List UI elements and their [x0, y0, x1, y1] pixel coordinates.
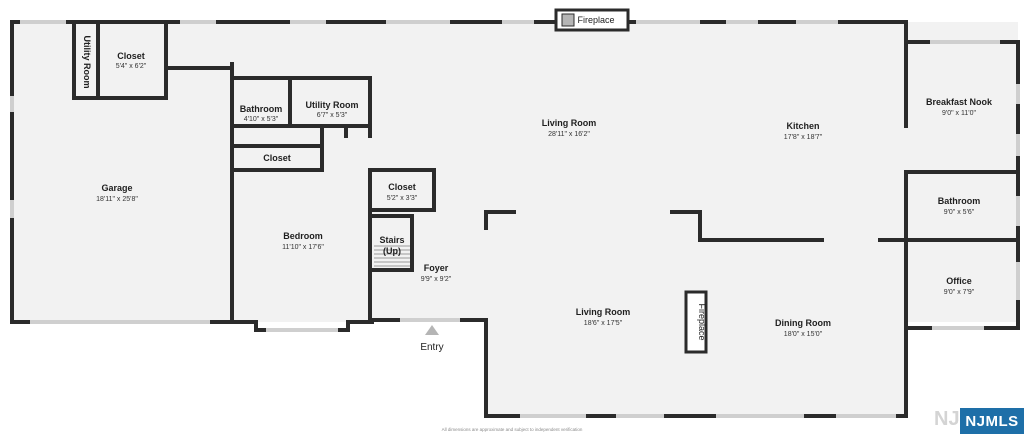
dining-room-label: Dining Room [775, 318, 831, 328]
office-label: Office [946, 276, 972, 286]
breakfast-nook-label: Breakfast Nook [926, 97, 993, 107]
garage-label: Garage [101, 183, 132, 193]
bedroom-label: Bedroom [283, 231, 323, 241]
fireplace-center: Fireplace [684, 290, 708, 354]
fireplace-top: Fireplace [554, 8, 630, 32]
bathroom-left-label: Bathroom [240, 104, 283, 114]
fireplace-center-label: Fireplace [697, 303, 707, 340]
bathroom-right-label: Bathroom [938, 196, 981, 206]
living-room-bottom-dim: 18'6" x 17'5" [584, 320, 623, 327]
stairs-direction-label: (Up) [383, 246, 401, 256]
garage-dim: 18'11" x 25'8" [96, 196, 138, 203]
living-room-top-dim: 28'11" x 16'2" [548, 131, 590, 138]
bathroom-left-dim: 4'10" x 5'3" [244, 116, 279, 123]
breakfast-nook-dim: 9'0" x 11'0" [942, 110, 976, 117]
foyer-label: Foyer [424, 263, 449, 273]
footer-disclaimer: All dimensions are approximate and subje… [442, 427, 583, 432]
windows [10, 20, 1020, 418]
utility-room-dim: 6'7" x 5'3" [317, 112, 348, 119]
walls [10, 20, 1020, 418]
njmls-logo: NJMLS [960, 408, 1024, 434]
kitchen-dim: 17'8" x 18'7" [784, 134, 823, 141]
floor-areas [12, 22, 1018, 416]
closet-small-label: Closet [388, 182, 416, 192]
closet-top-label: Closet [117, 51, 145, 61]
utility-room-label: Utility Room [306, 100, 359, 110]
bedroom-dim: 11'10" x 17'6" [282, 244, 324, 251]
living-room-top-label: Living Room [542, 118, 597, 128]
living-room-bottom-label: Living Room [576, 307, 631, 317]
utility-room-garage-label: Utility Room [82, 36, 92, 89]
entry-label: Entry [420, 342, 443, 353]
watermark-icon: NJ [934, 408, 960, 430]
kitchen-label: Kitchen [786, 121, 819, 131]
office-dim: 9'0" x 7'9" [944, 289, 975, 296]
dining-room-dim: 18'0" x 15'0" [784, 331, 823, 338]
entry-arrow-icon [425, 325, 439, 335]
bathroom-right-dim: 9'0" x 5'6" [944, 209, 975, 216]
closet-mid-label: Closet [263, 153, 291, 163]
closet-small-dim: 5'2" x 3'3" [387, 195, 418, 202]
stair-treads [374, 245, 410, 267]
fireplace-top-label: Fireplace [577, 15, 614, 25]
stairs-label: Stairs [379, 235, 404, 245]
closet-top-dim: 5'4" x 6'2" [116, 63, 147, 70]
foyer-dim: 9'9" x 9'2" [421, 276, 452, 283]
